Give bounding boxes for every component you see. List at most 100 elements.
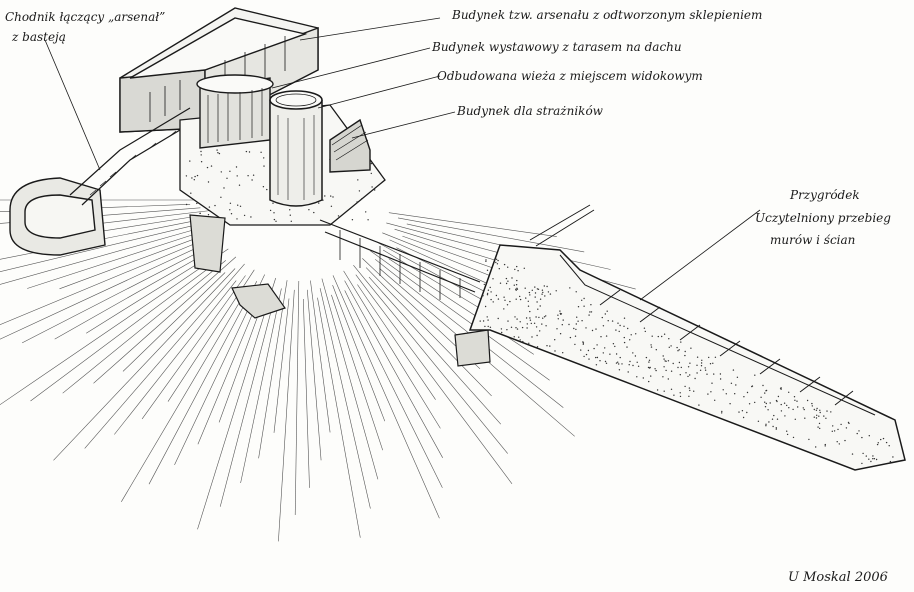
- stipple-dot: [505, 277, 508, 280]
- stipple-dot: [569, 336, 572, 339]
- stipple-dot: [313, 211, 315, 214]
- stipple-dot: [704, 367, 706, 369]
- stipple-dot: [713, 373, 715, 375]
- stipple-dot: [569, 287, 571, 289]
- stipple-dot: [371, 186, 373, 188]
- stipple-dot: [527, 305, 530, 307]
- stipple-dot: [557, 318, 559, 320]
- stipple-dot: [596, 356, 599, 359]
- stipple-dot: [618, 363, 620, 365]
- stipple-dot: [568, 323, 570, 326]
- stipple-dot: [602, 352, 604, 354]
- stipple-dot: [196, 202, 198, 205]
- ruin-fragments: [189, 214, 491, 367]
- hatch-stroke: [62, 260, 226, 394]
- hatch-stroke: [294, 280, 300, 516]
- stipple-dot: [275, 220, 277, 222]
- stipple-dot: [218, 152, 221, 155]
- stipple-dot: [573, 327, 575, 330]
- stipple-dot: [634, 355, 637, 357]
- stipple-dot: [507, 320, 509, 322]
- stipple-dot: [544, 295, 546, 297]
- stipple-dot: [358, 190, 361, 192]
- stipple-dot: [374, 189, 376, 191]
- stipple-dot: [689, 389, 691, 392]
- stipple-dot: [207, 181, 210, 183]
- stipple-dot: [541, 293, 543, 295]
- stipple-dot: [786, 433, 789, 436]
- stipple-dot: [324, 195, 326, 197]
- stipple-dot: [574, 343, 576, 346]
- stipple-dot: [679, 395, 682, 398]
- stipple-dot: [751, 385, 753, 388]
- stipple-dot: [678, 361, 681, 364]
- stipple-dot: [813, 416, 815, 418]
- stipple-dot: [515, 327, 517, 329]
- stipple-dot: [229, 202, 232, 204]
- stipple-dot: [542, 317, 544, 319]
- stipple-dot: [670, 388, 673, 390]
- stipple-dot: [582, 341, 584, 343]
- stipple-dot: [868, 458, 870, 460]
- stipple-dot: [771, 418, 774, 420]
- stipple-dot: [580, 349, 582, 351]
- stipple-dot: [370, 172, 372, 175]
- stipple-dot: [684, 354, 686, 357]
- stipple-dot: [721, 410, 723, 413]
- stipple-dot: [356, 201, 358, 203]
- stipple-dot: [746, 411, 748, 414]
- stipple-dot: [545, 325, 547, 327]
- stipple-dot: [605, 335, 608, 337]
- stipple-dot: [518, 336, 520, 338]
- stipple-dot: [765, 402, 767, 405]
- stipple-dot: [678, 349, 680, 351]
- stipple-dot: [595, 356, 597, 359]
- stipple-dot: [775, 427, 777, 429]
- hatch-stroke: [197, 277, 276, 530]
- stipple-dot: [698, 404, 700, 406]
- stipple-dot: [707, 393, 709, 395]
- stipple-dot: [700, 365, 703, 367]
- stipple-dot: [780, 387, 782, 389]
- stipple-dot: [193, 179, 195, 181]
- stipple-dot: [500, 328, 503, 330]
- stipple-dot: [367, 219, 369, 221]
- stipple-dot: [223, 187, 225, 189]
- stipple-dot: [780, 403, 782, 406]
- stipple-dot: [529, 319, 532, 321]
- stipple-dot: [696, 372, 698, 374]
- stipple-dot: [793, 396, 796, 398]
- stipple-dot: [764, 401, 766, 403]
- stipple-dot: [487, 289, 490, 291]
- stipple-dot: [818, 422, 821, 425]
- stipple-dot: [229, 170, 231, 172]
- stipple-dot: [815, 409, 818, 411]
- stipple-dot: [263, 165, 265, 167]
- stipple-dot: [487, 325, 489, 328]
- stipple-dot: [549, 345, 551, 347]
- stipple-dot: [537, 288, 540, 290]
- stipple-dot: [196, 174, 199, 177]
- stipple-dot: [815, 446, 817, 448]
- stipple-dot: [492, 301, 494, 303]
- stipple-dot: [818, 415, 820, 417]
- stipple-dot: [513, 336, 515, 338]
- outer-ward: [468, 244, 906, 471]
- stipple-dot: [607, 320, 609, 322]
- stipple-dot: [861, 462, 863, 465]
- stipple-dot: [802, 407, 804, 409]
- stipple-dot: [266, 188, 268, 191]
- stipple-dot: [662, 376, 664, 378]
- stipple-dot: [797, 406, 799, 408]
- stipple-dot: [575, 323, 577, 325]
- stipple-dot: [318, 202, 320, 204]
- hatch-stroke: [93, 256, 237, 384]
- stipple-dot: [764, 406, 767, 408]
- stipple-dot: [357, 179, 359, 181]
- stipple-dot: [216, 149, 218, 151]
- stipple-dot: [792, 436, 795, 439]
- stipple-dot: [677, 366, 679, 369]
- stipple-dot: [351, 219, 354, 221]
- stipple-dot: [330, 205, 333, 207]
- stipple-dot: [486, 269, 489, 271]
